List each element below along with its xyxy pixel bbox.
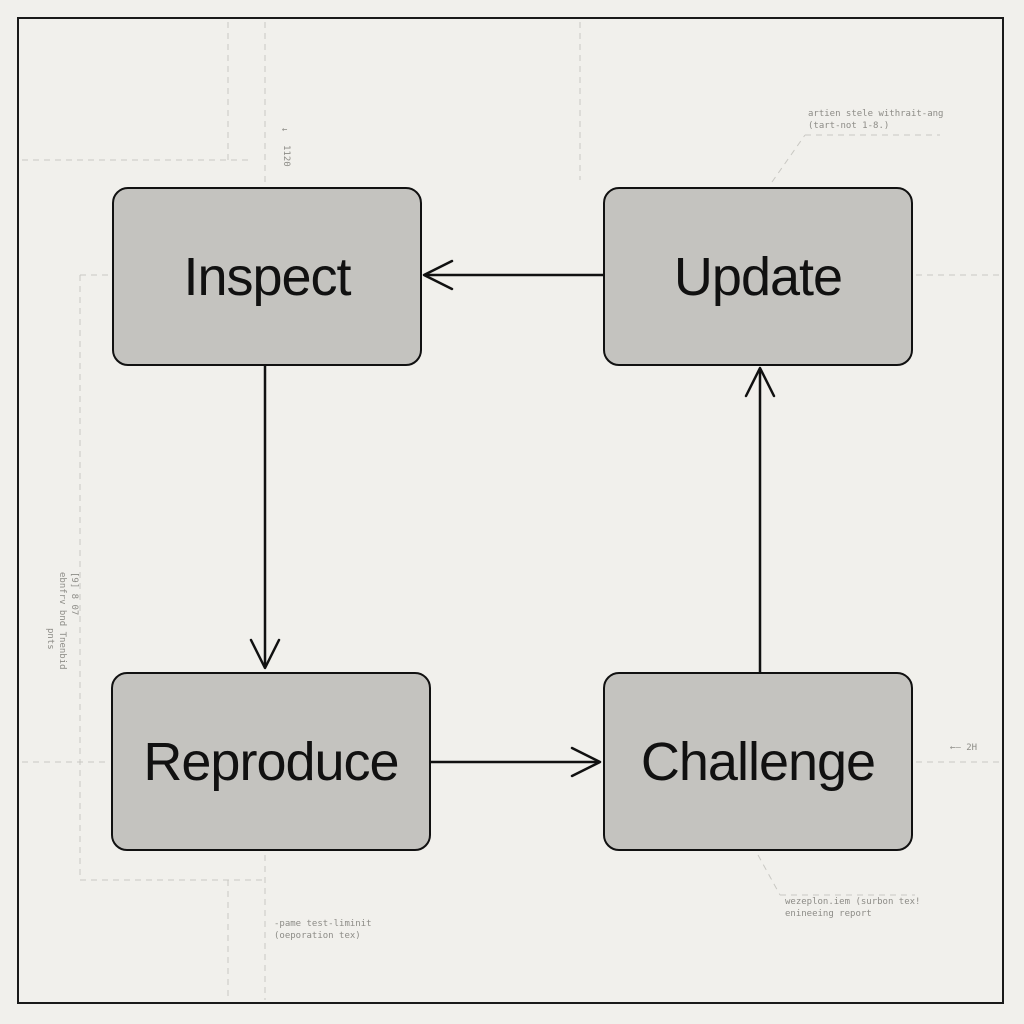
- annotation-top-left-arrow: ←: [282, 125, 288, 135]
- node-inspect[interactable]: Inspect: [112, 187, 422, 366]
- node-update[interactable]: Update: [603, 187, 913, 366]
- annotation-bottom-left-line1: -pame test-liminit: [274, 919, 372, 929]
- annotation-top-right: artien stele withrait-ang (tart-not 1-8.…: [808, 108, 943, 132]
- annotation-left-vertical-3: pnts: [45, 628, 55, 650]
- annotation-bottom-right-line1: wezeplon.iem (surbon tex!: [785, 897, 921, 907]
- edge-update-to-inspect: [422, 259, 603, 291]
- diagram-frame: [17, 17, 1004, 1004]
- annotation-top-right-line2: (tart-not 1-8.): [808, 121, 890, 131]
- annotation-left-vertical-2: ebnfrv bnd Tnenbid: [57, 572, 67, 670]
- annotation-bottom-right: wezeplon.iem (surbon tex! enineeing repo…: [785, 896, 920, 920]
- annotation-bottom-right-line2: enineeing report: [785, 909, 872, 919]
- node-inspect-label: Inspect: [183, 246, 351, 307]
- node-reproduce[interactable]: Reproduce: [111, 672, 431, 851]
- construction-guides: [22, 22, 1002, 1000]
- node-reproduce-label: Reproduce: [143, 731, 399, 792]
- annotation-bottom-left: -pame test-liminit (oeporation tex): [274, 918, 372, 942]
- edge-challenge-to-update: [744, 366, 776, 672]
- annotation-top-right-line1: artien stele withrait-ang: [808, 109, 944, 119]
- annotation-top-left-vertical: 1120: [281, 145, 291, 167]
- edge-inspect-to-reproduce: [249, 366, 281, 670]
- annotation-bottom-left-line2: (oeporation tex): [274, 931, 361, 941]
- annotation-right-middle: ←— 2H: [950, 743, 978, 753]
- edge-reproduce-to-challenge: [431, 746, 602, 778]
- annotation-left-vertical-1: [9] 8 07: [69, 572, 79, 616]
- node-challenge[interactable]: Challenge: [603, 672, 913, 851]
- node-challenge-label: Challenge: [640, 731, 876, 792]
- node-update-label: Update: [673, 246, 843, 307]
